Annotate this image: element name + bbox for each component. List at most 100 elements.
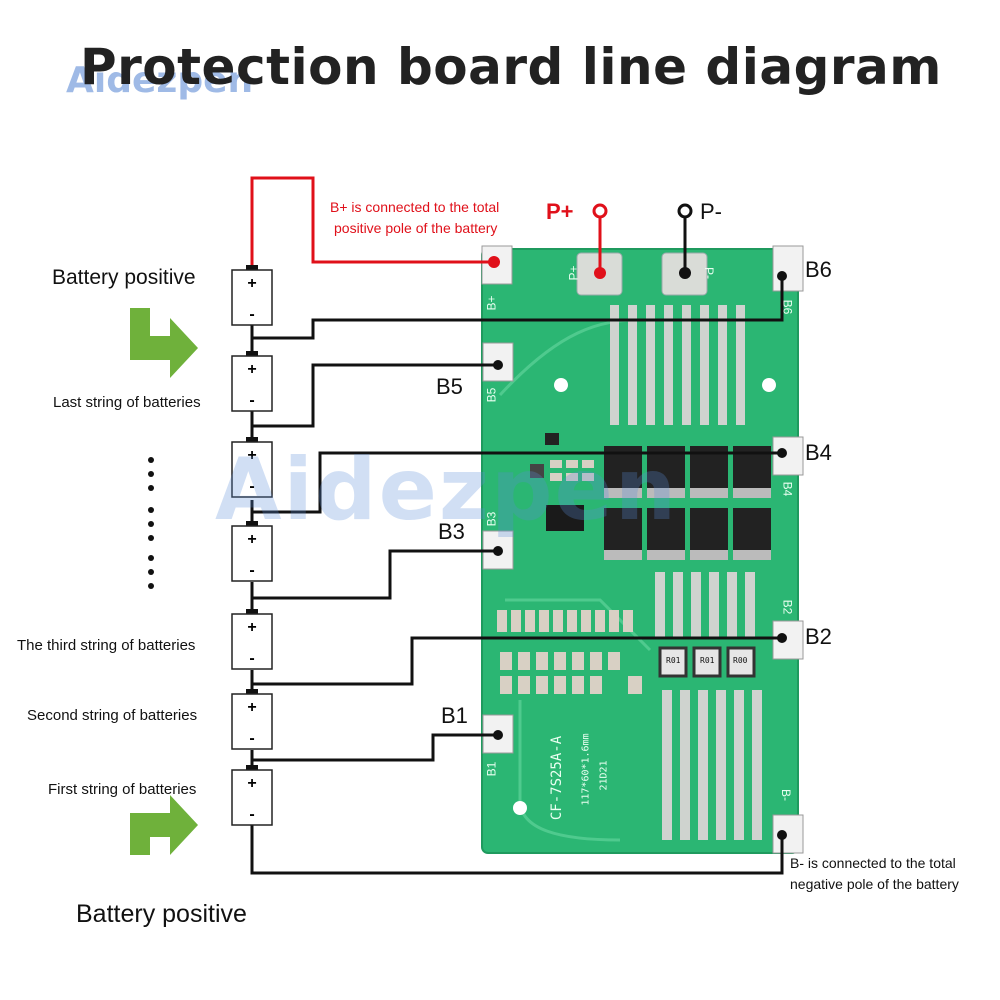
battery-terminal-cap — [246, 609, 258, 615]
p-minus-terminal — [677, 203, 693, 219]
ellipsis-dots — [148, 457, 154, 589]
b-minus-note-line1: B- is connected to the total — [790, 855, 956, 871]
battery-body — [231, 269, 273, 326]
board-date: 21D21 — [598, 760, 610, 791]
p-plus-board-terminal — [594, 267, 606, 279]
p-minus-board-terminal — [679, 267, 691, 279]
resistor-rows — [497, 610, 642, 694]
b-plus-wire — [250, 176, 494, 268]
battery-body — [231, 355, 273, 412]
board-size: 117*60*1.6mm — [580, 733, 592, 806]
battery-minus-sign: - — [249, 392, 254, 409]
pad-label-b6: B6 — [780, 299, 795, 315]
small-chip — [545, 433, 559, 445]
b3-wire — [252, 549, 498, 600]
pad-label-b3: B3 — [484, 511, 499, 527]
b-plus-note-line2: positive pole of the battery — [334, 220, 498, 236]
battery-terminal-cap — [246, 689, 258, 695]
battery-stack: +-+-+-+-+-+-+- — [231, 265, 273, 826]
p-plus-terminal — [592, 203, 608, 219]
battery-cell-first: +- — [231, 765, 273, 826]
pad-label-b1: B1 — [484, 761, 499, 777]
b-minus-note-line2: negative pole of the battery — [790, 876, 959, 892]
pad-label-pplus: P+ — [566, 265, 581, 281]
copper-strips-middle — [655, 572, 755, 637]
battery-cell-third: +- — [231, 609, 273, 670]
shunt-resistors — [658, 646, 756, 678]
pad-label-bminus: B- — [779, 789, 793, 801]
pad-label-b5: B5 — [484, 387, 499, 403]
pad-label-bplus: B+ — [484, 295, 499, 311]
battery-body — [231, 613, 273, 670]
control-ic — [546, 505, 584, 531]
battery-plus-sign: + — [247, 619, 256, 636]
mount-hole — [513, 801, 527, 815]
battery-terminal-cap — [246, 351, 258, 357]
led — [530, 464, 544, 478]
battery-minus-sign: - — [249, 306, 254, 323]
battery-positive-top-label: Battery positive — [52, 266, 196, 289]
battery-plus-sign: + — [247, 361, 256, 378]
battery-plus-sign: + — [247, 447, 256, 464]
shunt-mark-1: R01 — [666, 656, 681, 665]
battery-plus-sign: + — [247, 699, 256, 716]
page-title: Protection board line diagram — [80, 38, 942, 96]
b2-wire — [252, 636, 782, 686]
battery-positive-bottom-label: Battery positive — [76, 900, 247, 928]
battery-plus-sign: + — [247, 775, 256, 792]
b1-wire — [252, 733, 498, 762]
third-string-label: The third string of batteries — [17, 637, 196, 654]
b2-label: B2 — [805, 624, 832, 649]
battery-minus-sign: - — [249, 730, 254, 747]
copper-strips-top — [610, 305, 745, 425]
battery-body — [231, 441, 273, 498]
b5-label: B5 — [436, 374, 463, 399]
battery-terminal-cap — [246, 521, 258, 527]
battery-cell-middle-2: +- — [231, 521, 273, 582]
board-model: CF-7S25A-A — [549, 735, 566, 821]
b4-label: B4 — [805, 440, 832, 465]
b-plus-note-line1: B+ is connected to the total — [330, 199, 500, 215]
b1-label: B1 — [441, 703, 468, 728]
battery-plus-sign: + — [247, 275, 256, 292]
second-string-label: Second string of batteries — [27, 707, 198, 724]
battery-terminal-cap — [246, 437, 258, 443]
battery-terminal-cap — [246, 765, 258, 771]
b4-wire — [252, 451, 782, 514]
arrow-up-right-icon — [130, 795, 198, 855]
battery-cell-middle: +- — [231, 437, 273, 498]
battery-cell-second: +- — [231, 689, 273, 750]
battery-body — [231, 693, 273, 750]
b6-wire — [252, 276, 784, 340]
battery-body — [231, 769, 273, 826]
battery-minus-sign: - — [249, 806, 254, 823]
battery-minus-sign: - — [249, 478, 254, 495]
battery-plus-sign: + — [247, 531, 256, 548]
b3-label: B3 — [438, 519, 465, 544]
arrow-right-icon — [130, 308, 198, 378]
battery-terminal-cap — [246, 265, 258, 271]
battery-minus-sign: - — [249, 562, 254, 579]
b-minus-wire — [250, 825, 784, 875]
shunt-mark-3: R00 — [733, 656, 748, 665]
p-plus-label: P+ — [546, 199, 574, 224]
copper-strips-bottom — [662, 690, 762, 840]
protection-board — [481, 245, 804, 854]
brand-watermark: Aidezpen — [66, 60, 254, 101]
first-string-label: First string of batteries — [48, 781, 197, 798]
wire-terminals — [493, 271, 787, 840]
shunt-mark-2: R01 — [700, 656, 715, 665]
battery-cell-top: +- — [231, 265, 273, 326]
balance-wires — [250, 276, 784, 875]
watermark-large: Aidezpen — [215, 440, 679, 540]
pad-label-pminus: P- — [702, 267, 716, 279]
last-string-label: Last string of batteries — [53, 394, 201, 411]
battery-body — [231, 525, 273, 582]
p-minus-label: P- — [700, 199, 722, 224]
battery-cell-last: +- — [231, 351, 273, 412]
pad-label-b2: B2 — [780, 599, 795, 615]
battery-minus-sign: - — [249, 650, 254, 667]
mount-hole — [554, 378, 568, 392]
pad-label-b4: B4 — [780, 481, 795, 497]
